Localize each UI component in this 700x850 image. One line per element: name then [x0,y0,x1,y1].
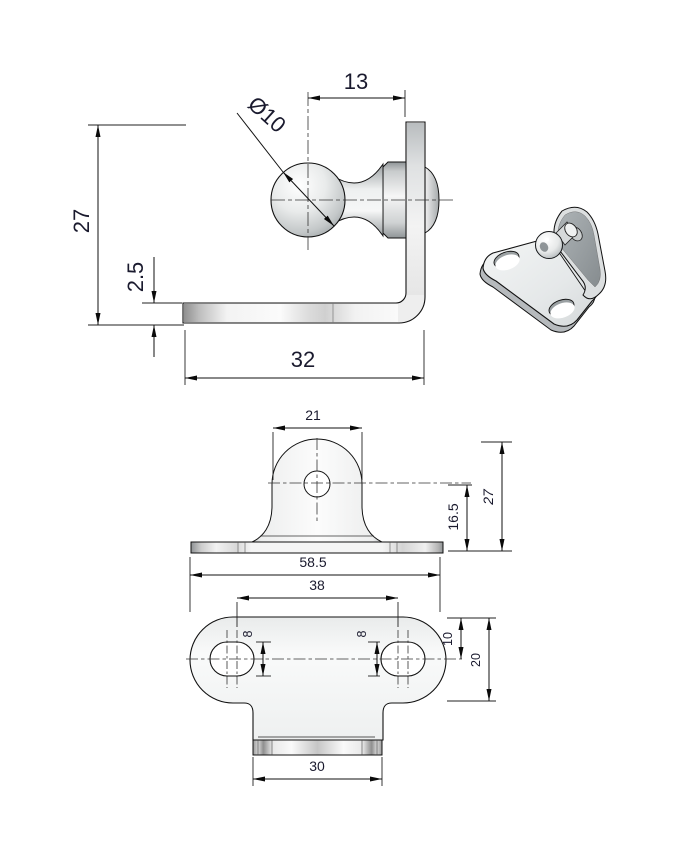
dim-label-8-left: 8 [241,630,255,637]
dim-plate-depth-20: 20 [447,618,496,702]
dim-label-10: 10 [441,632,455,646]
iso-ball-highlight [545,237,549,242]
stud-neck [332,162,384,238]
front-view: 21 16.5 27 [190,407,512,554]
isometric-view [479,206,607,333]
plan-slot-centerlines [226,630,409,688]
dim-stud-offset: 13 [308,69,406,117]
dim-slot-width-left-8: 8 [241,630,271,677]
dim-label-2-5: 2.5 [123,262,148,293]
dim-hole-height-16-5: 16.5 [445,484,512,552]
dim-thickness: 2.5 [123,257,182,357]
dim-label-20: 20 [469,653,483,667]
dim-base-length: 32 [184,330,425,385]
dim-slot-width-right-8: 8 [355,630,380,677]
side-view: 13 Ø10 27 2.5 32 [69,69,454,385]
dim-tab-width-21: 21 [272,407,363,480]
dim-tab-width-30: 30 [252,757,383,786]
dim-label-13: 13 [344,69,368,94]
iso-hole-lower [548,298,575,319]
dim-label-8-right: 8 [355,630,369,637]
dim-hole-spacing-38: 38 [236,577,399,627]
bracket-body-side [182,121,426,324]
iso-fold-line [555,247,587,293]
dim-label-30: 30 [309,758,325,774]
iso-ball-flat [539,242,549,252]
dim-overall-width-58-5: 58.5 [189,554,441,612]
dim-overall-height-27: 27 [480,441,512,551]
dim-label-27-side: 27 [69,209,94,233]
dim-edge-to-center-10: 10 [441,617,496,659]
front-base-plate [190,541,444,554]
dim-label-16-5: 16.5 [445,503,461,530]
iso-stud-disc [564,222,578,238]
dim-label-58-5: 58.5 [299,554,326,570]
base-shading [184,304,398,322]
wall-shading [407,123,424,295]
dim-label-27-front: 27 [480,488,496,506]
iso-hole-upper [493,250,520,271]
dim-label-21: 21 [305,407,321,423]
dim-label-32: 32 [291,347,315,372]
iso-ball [535,231,563,259]
dim-height-27: 27 [69,124,186,326]
plan-view: 58.5 38 8 8 10 [186,554,496,786]
plan-bend-band [252,739,383,756]
dim-label-38: 38 [309,577,325,593]
